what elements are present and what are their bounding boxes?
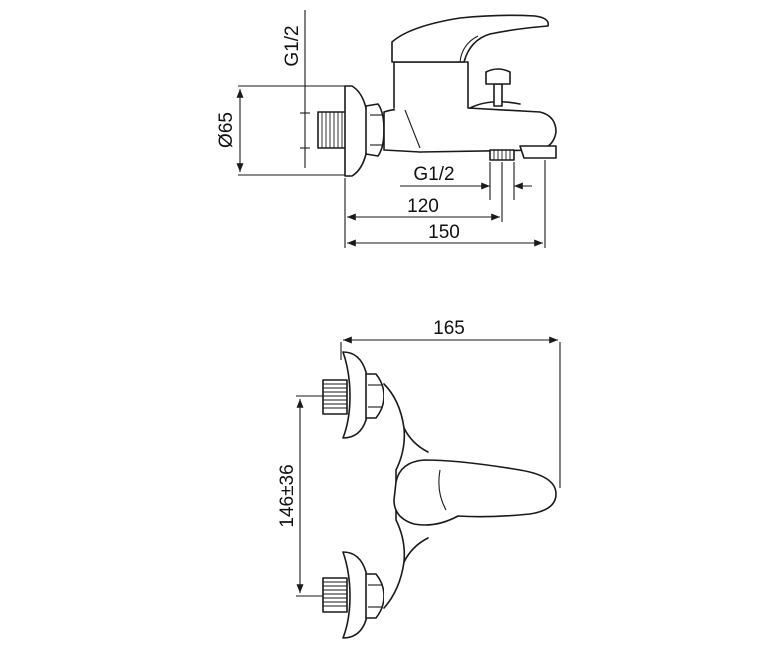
upper-nut	[365, 373, 385, 419]
side-view: G1/2 Ø65	[216, 10, 557, 248]
len-150-label: 150	[428, 222, 460, 243]
front-view: 165 146±36	[277, 318, 561, 639]
mixer-main-body	[393, 61, 557, 153]
upper-thread-pipe	[322, 379, 348, 415]
center-distance-label: 146±36	[277, 464, 298, 527]
body-contour	[469, 100, 521, 109]
width-165-label: 165	[433, 318, 465, 339]
lower-rosette	[342, 551, 369, 639]
diverter-stem	[493, 83, 503, 107]
connection-nut	[365, 103, 385, 157]
lower-thread-pipe	[322, 577, 348, 613]
spout	[519, 145, 557, 159]
wall-thread-pipe	[317, 111, 347, 149]
upper-rosette	[342, 351, 369, 439]
lever-handle	[391, 14, 550, 63]
lever-top-view	[393, 459, 557, 526]
wall-thread-lines	[321, 112, 343, 148]
spout-thread-label: G1/2	[413, 164, 454, 185]
top-thread-label: G1/2	[282, 25, 303, 66]
diverter-knob	[485, 68, 511, 85]
len-120-label: 120	[407, 196, 439, 217]
diameter-label: Ø65	[216, 112, 237, 148]
lower-nut	[365, 573, 385, 619]
